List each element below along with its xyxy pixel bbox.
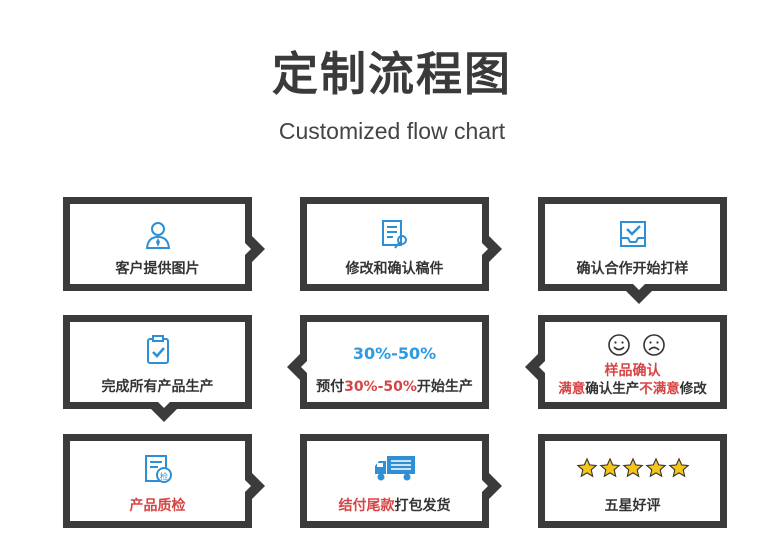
step-label: 产品质检 [129,498,186,514]
step-label: 完成所有产品生产 [101,379,214,395]
step-label: 五星好评 [604,498,661,514]
quality-check-icon: 检 [144,455,172,483]
arrow-down [625,283,653,304]
arrow-right [481,235,502,263]
clipboard-check-icon [146,335,169,364]
customer-icon [145,222,170,249]
star-icon [576,457,597,478]
step-prepay: 30%-50% 预付30%-50%开始生产 [287,315,489,409]
star-icon [645,457,666,478]
step-label: 结付尾款打包发货 [338,498,451,514]
arrow-left [287,353,308,381]
arrow-right [244,235,265,263]
star-icon [599,457,620,478]
star-icon [622,457,643,478]
step-confirm-sampling: 确认合作开始打样 [538,197,727,304]
step-sample-confirm: 样品确认 满意确认生产不满意修改 [525,315,727,409]
sample-confirm-detail: 满意确认生产不满意修改 [558,381,707,397]
page-subtitle: Customized flow chart [278,118,506,144]
step-five-star-review: 五星好评 [538,434,727,528]
step-label: 修改和确认稿件 [345,261,444,277]
star-rating [545,457,720,483]
inbox-check-icon [619,221,646,247]
step-label: 确认合作开始打样 [576,261,689,277]
step-final-payment-ship: 结付尾款打包发货 [300,434,502,528]
step-customer-provides-image: 客户提供图片 [63,197,265,291]
star-icon [668,457,689,478]
prepay-label: 预付30%-50%开始生产 [316,379,473,395]
smile-icon [608,334,630,356]
step-revise-confirm-draft: 修改和确认稿件 [300,197,502,291]
step-complete-production: 完成所有产品生产 [63,315,252,422]
arrow-right [481,472,502,500]
document-edit-icon [381,220,407,249]
arrow-down [150,401,178,422]
step-label: 客户提供图片 [115,261,200,277]
sample-confirm-title: 样品确认 [604,363,661,379]
step-quality-check: 检 产品质检 [63,434,265,528]
svg-text:检: 检 [160,471,168,481]
arrow-left [525,353,546,381]
prepay-headline: 30%-50% [352,344,437,363]
arrow-right [244,472,265,500]
frown-icon [643,334,665,356]
page-title: 定制流程图 [272,47,512,101]
delivery-truck-icon [374,456,415,481]
